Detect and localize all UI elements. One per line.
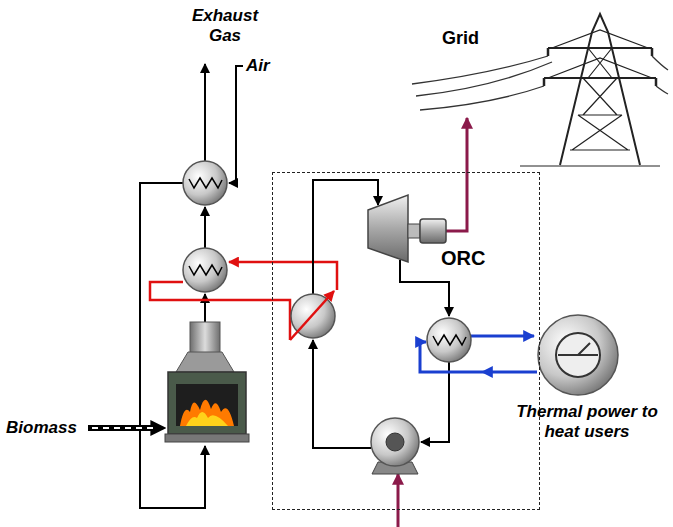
exhaust-line	[204, 64, 206, 161]
return-water-line	[482, 371, 537, 374]
power-lines	[412, 56, 668, 110]
turbine	[368, 195, 408, 262]
exchanger-coil	[433, 335, 466, 345]
power-line	[416, 62, 552, 96]
power-output-line	[446, 118, 467, 231]
power-line	[652, 56, 668, 94]
furnace-grate	[165, 434, 249, 442]
thermal-oil-line	[229, 262, 337, 290]
pylon-legs	[560, 14, 640, 165]
heat-users-label: Thermal power to heat users	[508, 402, 666, 441]
orc-fluid-line	[313, 340, 371, 448]
exhaust-label: Exhaust Gas	[185, 6, 265, 45]
hot-water-line	[471, 335, 534, 338]
exchanger-coil	[189, 178, 222, 188]
power-line	[412, 56, 548, 84]
furnace-hood	[176, 352, 234, 372]
pylon	[520, 14, 660, 166]
air-preheater	[183, 161, 227, 205]
exchanger-shell	[427, 318, 471, 362]
biomass-feed	[92, 427, 156, 429]
flame	[186, 412, 228, 426]
oil-heater	[183, 248, 227, 292]
pump-hub	[386, 433, 404, 451]
furnace-stack	[190, 322, 220, 354]
air-line	[229, 66, 243, 183]
exchanger-shell	[183, 248, 227, 292]
flame	[180, 400, 234, 426]
heat-user-dial	[558, 343, 598, 355]
furnace-chamber	[176, 384, 238, 426]
heat-user-dial	[556, 333, 600, 377]
thermal-oil-line	[290, 291, 334, 340]
unit-label: ORC	[441, 247, 485, 270]
grid-label: Grid	[442, 28, 479, 49]
generator	[420, 219, 446, 243]
insulator	[544, 48, 656, 86]
biomass-feed	[88, 425, 160, 431]
orc-fluid-line	[421, 362, 449, 442]
flue-gas-line	[204, 294, 206, 322]
biomass-label: Biomass	[6, 418, 77, 438]
pylon-lattice	[548, 30, 652, 78]
pump-power-line	[397, 474, 400, 527]
condenser	[427, 318, 471, 362]
pump	[371, 418, 419, 466]
exchanger-coil	[189, 265, 222, 275]
exchanger-shell	[183, 161, 227, 205]
heat-user	[538, 315, 618, 395]
air-label: Air	[246, 56, 270, 76]
pylon-lattice	[570, 48, 630, 150]
ground-line	[520, 166, 660, 167]
orc-boundary: ORC	[272, 172, 540, 510]
power-line	[420, 86, 544, 110]
turbine-shaft	[408, 224, 420, 238]
furnace-body	[168, 372, 246, 434]
flue-gas-line	[204, 207, 206, 248]
